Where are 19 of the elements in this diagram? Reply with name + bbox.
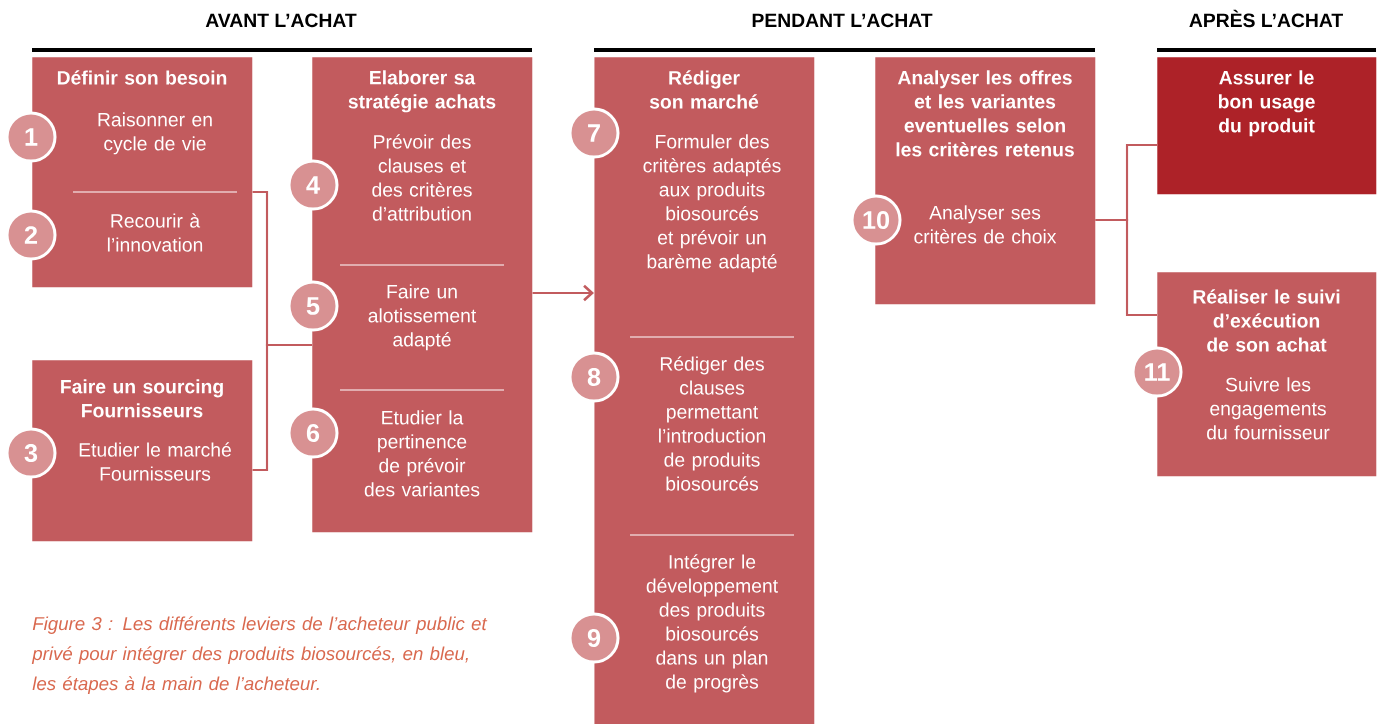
- phase-heading: APRÈS L’ACHAT: [1189, 9, 1343, 28]
- connector: [1095, 218, 1157, 317]
- step-number: 5: [287, 280, 339, 332]
- step-number: 6: [287, 407, 339, 459]
- step-number: 7: [568, 107, 620, 159]
- phase-heading: AVANT L’ACHAT: [205, 13, 357, 28]
- step-number: 2: [5, 209, 57, 261]
- connector: [252, 343, 312, 472]
- step-number: 9: [568, 612, 620, 664]
- step-number: 1: [5, 111, 57, 163]
- step-number: 10: [850, 194, 902, 246]
- step-number: 4: [287, 159, 339, 211]
- step-number: 8: [568, 351, 620, 403]
- step-number: 11: [1131, 346, 1183, 398]
- phase-heading: PENDANT L’ACHAT: [752, 13, 933, 28]
- process-box: Assurer le bon usage du produit: [1157, 57, 1377, 195]
- caption: Figure 3 : Les différents leviers de l’acheteur public et privé pour intégrer des produits biosourcés, en bleu, les étapes à la main de l’acheteur.: [31, 616, 488, 694]
- step-number: 3: [5, 427, 57, 479]
- connector: [532, 284, 594, 302]
